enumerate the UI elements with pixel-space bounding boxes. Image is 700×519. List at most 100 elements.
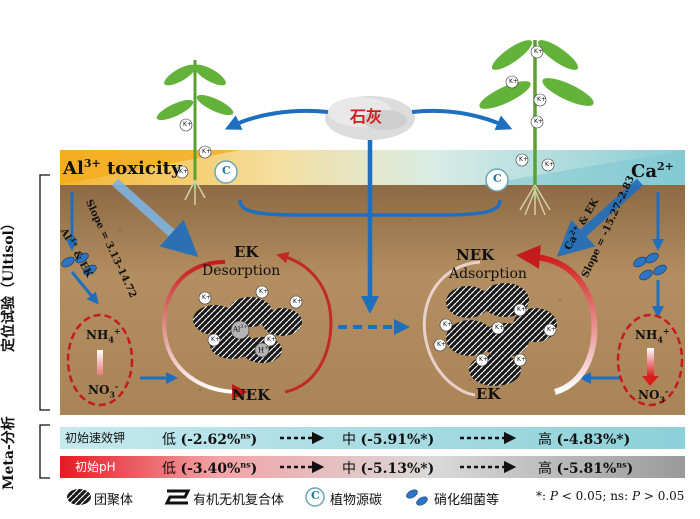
- k-ion-label: K+: [537, 96, 546, 103]
- bar2-high-label: 高: [538, 461, 552, 477]
- k-ion-label: K+: [519, 156, 528, 163]
- legend-carbon-label: 植物源碳: [330, 493, 383, 508]
- k-ion-label: K+: [443, 321, 452, 328]
- nh4-subscript: 4: [657, 334, 663, 345]
- ca-slope-arrow: [556, 178, 644, 258]
- left-bacteria-to-n-arrow: [70, 271, 99, 305]
- left-al-ion-label: Al3+: [233, 324, 248, 333]
- ultisol-side-label: 定位试验（Ultisol）: [1, 216, 17, 352]
- bar-available-k: [60, 427, 685, 449]
- legend-carbon-icon: [305, 487, 325, 507]
- legend-significance-note: *: P < 0.05; ns: P > 0.05: [536, 489, 684, 503]
- right-nh4-label: NH4+: [635, 326, 670, 344]
- bar2-mid: 中 (-5.13%*): [342, 458, 434, 478]
- lime-pile: [325, 96, 415, 140]
- carbon-cloud-left: [214, 160, 238, 184]
- ca-symbol: Ca: [631, 161, 657, 182]
- meta-bracket: [39, 424, 50, 479]
- legend-bacteria-label: 硝化细菌等: [434, 493, 500, 508]
- bar1-mid-label: 中: [342, 432, 356, 448]
- ca-label: Ca2+: [631, 160, 674, 182]
- al-toxicity-label: Al3+ toxicity: [63, 157, 181, 179]
- k-ion-label: K+: [179, 168, 188, 175]
- legend-aggregate-label: 团聚体: [94, 493, 134, 508]
- left-nitrogen-oval: [66, 313, 134, 407]
- right-nek-label: NEK: [456, 246, 495, 264]
- bar2-high: 高 (-5.81%ns): [538, 458, 633, 478]
- bar2-low-label: 低: [162, 461, 176, 477]
- nh4-charge: +: [113, 326, 121, 336]
- bar2-low-close: ): [250, 461, 258, 477]
- right-nitrogen-oval: [616, 313, 684, 407]
- bar2-high-value: (-5.81%: [556, 461, 617, 477]
- nh4-subscript: 4: [108, 334, 114, 345]
- k-ion-label: K+: [534, 118, 543, 125]
- bar1-name: 初始速效钾: [65, 431, 126, 445]
- bar2-high-sig: ns: [616, 459, 627, 470]
- bar1-low: 低 (-2.62%ns): [162, 429, 257, 449]
- bar1-high: 高 (-4.83%*): [538, 429, 630, 449]
- al-slope-arrow: [111, 178, 199, 258]
- bar1-low-label: 低: [162, 432, 176, 448]
- right-adsorption-label: Adsorption: [449, 266, 527, 282]
- k-ion-label: K+: [437, 341, 446, 348]
- nh4-symbol: NH: [86, 328, 109, 342]
- k-ion-label: K+: [545, 161, 554, 168]
- sig-p1: P: [549, 489, 558, 503]
- left-desorption-label: Desorption: [202, 263, 281, 279]
- sig-mid: < 0.05; ns:: [557, 489, 632, 503]
- k-ion-markers: [175, 45, 555, 179]
- ultisol-bracket: [39, 174, 50, 411]
- k-ion-label: K+: [517, 306, 526, 313]
- sig-end: > 0.05: [640, 489, 685, 503]
- h-ion-symbol: H: [258, 346, 265, 355]
- no3-charge: -: [665, 386, 669, 396]
- ca-wedge: [480, 150, 685, 185]
- k-ion-label: K+: [202, 294, 211, 301]
- carbon-right-letter: C: [493, 172, 502, 185]
- right-no3-label: NO3-: [638, 386, 668, 404]
- k-ion-label: K+: [509, 78, 518, 85]
- toxicity-word: toxicity: [106, 158, 182, 179]
- right-aggregate-cluster: [433, 283, 557, 386]
- ca-charge: 2+: [657, 160, 674, 173]
- bar2-low-sig: ns: [240, 459, 251, 470]
- legend-complex-label: 有机无机复合体: [193, 493, 285, 508]
- left-aggregate-cluster: [193, 285, 303, 363]
- no3-charge: -: [115, 381, 119, 391]
- bacteria-right: [633, 252, 667, 281]
- right-cycle-arc-back: [422, 260, 481, 397]
- right-ek-label: EK: [476, 385, 501, 403]
- k-ion-label: K+: [183, 121, 192, 128]
- no3-symbol: NO: [638, 388, 660, 402]
- bar1-mid: 中 (-5.91%*): [342, 429, 434, 449]
- left-nitrogen-gradient-arrow: [97, 350, 103, 375]
- k-ion-label: K+: [267, 336, 276, 343]
- no3-symbol: NO: [88, 383, 110, 397]
- lime-branch-arrows: [238, 199, 502, 217]
- left-nh4-label: NH4+: [86, 326, 121, 344]
- k-ion-label: K+: [495, 324, 504, 331]
- lime-to-right-plant-arrow: [411, 108, 513, 131]
- bar1-mid-value: (-5.91%*): [360, 432, 435, 448]
- k-ion-label: K+: [479, 356, 488, 363]
- left-ek-label: EK: [234, 243, 259, 261]
- lime-label: 石灰: [350, 107, 383, 126]
- bar1-low-close: ): [250, 432, 258, 448]
- k-ion-label: K+: [534, 48, 543, 55]
- bar2-high-close: ): [626, 461, 634, 477]
- h-ion-charge: +: [264, 345, 269, 351]
- k-ion-label: K+: [211, 336, 220, 343]
- left-plant: [156, 60, 234, 205]
- nh4-charge: +: [662, 326, 670, 336]
- legend-complex-icon: [164, 489, 191, 505]
- bar1-low-value: (-2.62%: [180, 432, 241, 448]
- right-nitrogen-arrowhead: [642, 376, 659, 386]
- legend-carbon-letter: C: [311, 489, 320, 502]
- al-ion-charge: 3+: [240, 324, 248, 330]
- left-nek-label: NEK: [232, 386, 271, 404]
- left-h-ion-label: H+: [258, 345, 268, 354]
- carbon-left-letter: C: [222, 164, 231, 177]
